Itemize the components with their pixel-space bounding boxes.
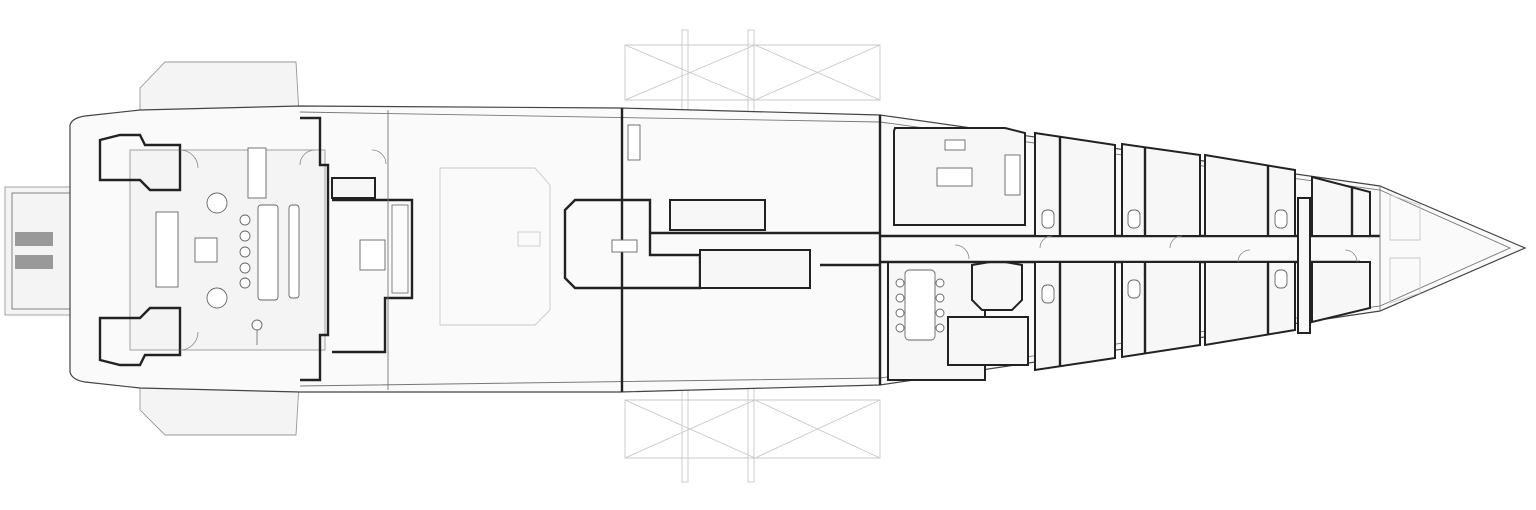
bench <box>288 204 300 299</box>
dining-table <box>904 269 936 341</box>
forepeak-store <box>1297 197 1311 334</box>
helm-wheel-icon <box>251 319 263 345</box>
lobby-walls <box>300 116 330 382</box>
aft-stair-port <box>98 133 182 192</box>
cooktop <box>1004 154 1021 196</box>
chain-locker <box>1389 194 1421 304</box>
galley-appliance <box>627 124 641 161</box>
lounge-chair <box>206 287 228 309</box>
garage-stair <box>517 231 541 247</box>
boarding-steps <box>15 255 53 269</box>
powder-room <box>331 177 376 199</box>
tender-bay-bottom <box>624 399 881 459</box>
cabins-port <box>1034 131 1371 237</box>
sink <box>944 139 966 151</box>
coffee-table <box>194 237 218 263</box>
aft-stair-starboard <box>98 306 182 367</box>
table <box>611 239 638 253</box>
pantry <box>947 316 1029 366</box>
crew-stair <box>669 199 766 231</box>
galley-island <box>936 167 973 187</box>
corridor-wall <box>650 231 880 267</box>
cabins-starboard <box>1034 261 1371 372</box>
bar-stools <box>239 214 251 289</box>
staircase <box>359 239 386 271</box>
dining-chairs <box>895 278 945 333</box>
garage-outline <box>439 167 551 326</box>
sofa <box>155 211 179 288</box>
lounge-chair <box>206 192 228 214</box>
sunbed <box>247 147 267 199</box>
bar-counter <box>257 204 279 301</box>
stair-treads <box>391 204 409 294</box>
stair-lobby <box>332 198 414 354</box>
spiral-stair <box>971 261 1023 311</box>
tender-bay-top <box>624 44 881 101</box>
boarding-steps <box>15 232 53 246</box>
laundry <box>699 249 811 289</box>
door-swings <box>179 149 1358 351</box>
